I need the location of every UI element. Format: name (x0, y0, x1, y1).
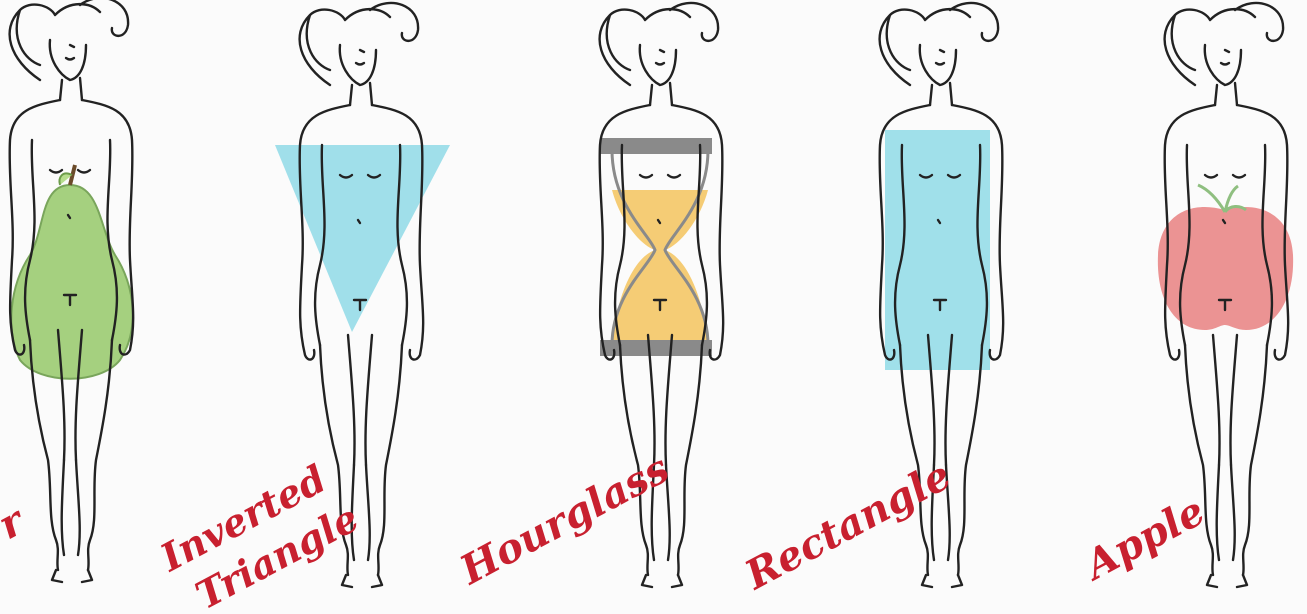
rectangle-figure: Rectangle (737, 3, 1003, 599)
apple-label: Apple (1074, 487, 1212, 590)
pear-label: r (0, 496, 34, 549)
rectangle-shape (885, 130, 990, 370)
apple-figure: Apple (1074, 3, 1293, 591)
pear-figure: r (0, 0, 133, 582)
inverted-triangle-figure: Inverted Triangle (152, 3, 450, 614)
hourglass-label: Hourglass (452, 445, 677, 594)
hourglass-figure: Hourglass (452, 3, 723, 594)
